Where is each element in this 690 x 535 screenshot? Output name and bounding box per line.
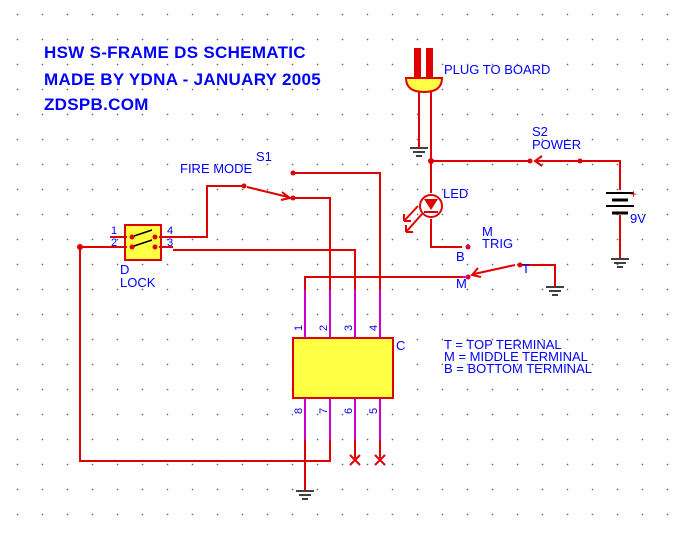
lock-ref-label: D [120,262,130,277]
trigger-switch-icon [462,244,523,280]
s2-name-label: POWER [532,137,582,152]
chip-pin-4: 4 [368,324,380,331]
chip-pin-5: 5 [368,407,380,414]
trigger-m-wire [304,276,462,290]
chip-ref-label: C [396,338,406,353]
terminal-m-label: M [456,276,467,291]
power-switch-icon [527,155,583,167]
fire-mode-switch-icon [241,170,296,201]
junction-dot-icon [428,158,434,164]
s1-name-label: FIRE MODE [180,161,253,176]
lock-pin-2: 2 [111,237,118,249]
fire-mode-top-wire [293,172,381,290]
legend-top-terminal: T = TOP TERMINAL [444,337,562,352]
terminal-b-label: B [456,249,465,264]
s2-ref-label: S2 [532,124,548,139]
chip-pin-7: 7 [318,407,330,414]
chip-pin-2: 2 [318,324,330,331]
plug-label: PLUG TO BOARD [444,62,551,77]
trig-name-label: TRIG [482,236,514,251]
lock-switch-icon [77,224,173,261]
lock-pin-1: 1 [111,225,118,237]
fire-mode-out-wire [293,197,331,290]
svg-text:+: + [630,187,637,201]
lock-pin3-wire [173,249,356,290]
terminal-t-label: T [522,261,530,276]
led-icon [403,194,443,233]
chip-pin-8: 8 [293,407,305,414]
trigger-common-wire [520,264,556,286]
battery-label: 9V [630,211,646,226]
led-label: LED [443,186,469,201]
legend-middle-terminal: M = MIDDLE TERMINAL [444,349,588,364]
lock-left-wire [79,246,331,462]
s1-ref-label: S1 [256,149,272,164]
power-to-battery-wire [580,160,621,190]
ground-icon [410,141,428,157]
legend-bottom-terminal: B = BOTTOM TERMINAL [444,361,592,376]
chip-pin-1: 1 [293,324,305,331]
battery-icon: + [606,187,637,215]
ground-icon [611,258,629,268]
chip-icon [292,290,394,440]
chip-pin-3: 3 [343,324,355,331]
ground-icon [296,490,314,500]
title-line-1: HSW S-FRAME DS SCHEMATIC [44,43,306,62]
fire-mode-to-lock-wire [173,185,244,238]
lock-pin-4: 4 [167,225,174,237]
no-connect-icon [349,454,386,466]
ground-icon [546,286,564,296]
chip-pin-6: 6 [343,407,355,414]
title-line-2: MADE BY YDNA - JANUARY 2005 [44,70,322,89]
title-line-3: ZDSPB.COM [44,95,149,114]
led-cathode-wire [430,219,462,248]
lock-name-label: LOCK [120,275,156,290]
trig-ref-label: M [482,224,493,239]
lock-pin-3: 3 [167,237,174,249]
plug-icon [404,48,444,94]
